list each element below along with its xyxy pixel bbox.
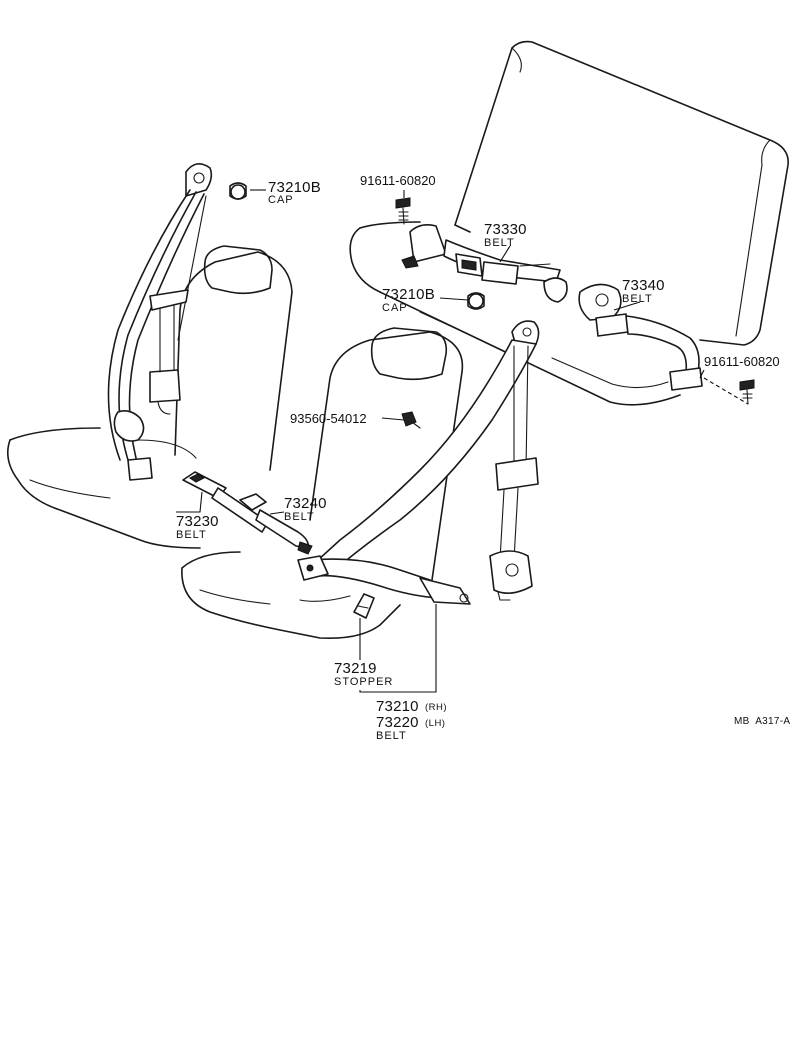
side-rh: (RH) [425,702,447,713]
callout-73219: 73219 STOPPER [334,660,393,688]
cap-73210b-rear [467,292,485,310]
part-description: STOPPER [334,676,393,688]
callout-73210-73220: 73210 (RH) 73220 (LH) BELT [376,698,447,742]
part-description: CAP [268,194,294,206]
part-number-rh: 73210 [376,698,419,715]
figure-code: MB A317-A [734,716,790,727]
bolt-91611-60820-a [395,197,411,225]
stopper-73219 [353,593,375,619]
part-number: 73240 [284,495,327,512]
callout-91611-60820-right: 91611-60820 [704,354,780,369]
part-description: BELT [484,237,515,249]
callout-73210b-rear: 73210B CAP [382,286,435,314]
center-buckle-73230 [182,471,269,533]
callout-91611-60820-top: 91611-60820 [360,173,436,188]
rear-belt-73340 [578,283,703,391]
right-front-belt-assembly [297,320,540,605]
part-number: 73230 [176,513,219,530]
callout-73330: 73330 BELT [484,221,527,249]
rear-bench-seat [349,40,789,406]
part-description: BELT [376,730,407,742]
bolt-91611-60820-b [739,379,755,405]
rear-belt-73330 [401,224,568,303]
callout-73340: 73340 BELT [622,277,665,305]
bolt-93560-54012 [401,411,421,429]
part-number: 73219 [334,660,377,677]
part-description: BELT [622,293,653,305]
part-number: 73330 [484,221,527,238]
part-description: BELT [284,511,315,523]
part-number: 91611-60820 [360,173,436,188]
side-lh: (LH) [425,718,445,729]
callout-93560-54012: 93560-54012 [290,411,367,426]
callout-73210b-front: 73210B CAP [268,179,321,206]
part-number: 91611-60820 [704,354,780,369]
leader-lines [176,189,749,693]
part-description: BELT [176,529,207,541]
callout-73240: 73240 BELT [284,495,327,523]
left-front-belt-assembly [107,163,213,481]
cap-73210b-front [229,182,247,200]
right-front-seat [181,327,464,640]
part-number: 73210B [382,286,435,303]
part-number-lh: 73220 [376,714,419,731]
center-buckle-73240 [239,493,313,555]
part-number: 73210B [268,179,321,196]
part-number: 73340 [622,277,665,294]
callout-73230: 73230 BELT [176,513,219,541]
part-number: 93560-54012 [290,411,367,426]
part-description: CAP [382,302,408,314]
